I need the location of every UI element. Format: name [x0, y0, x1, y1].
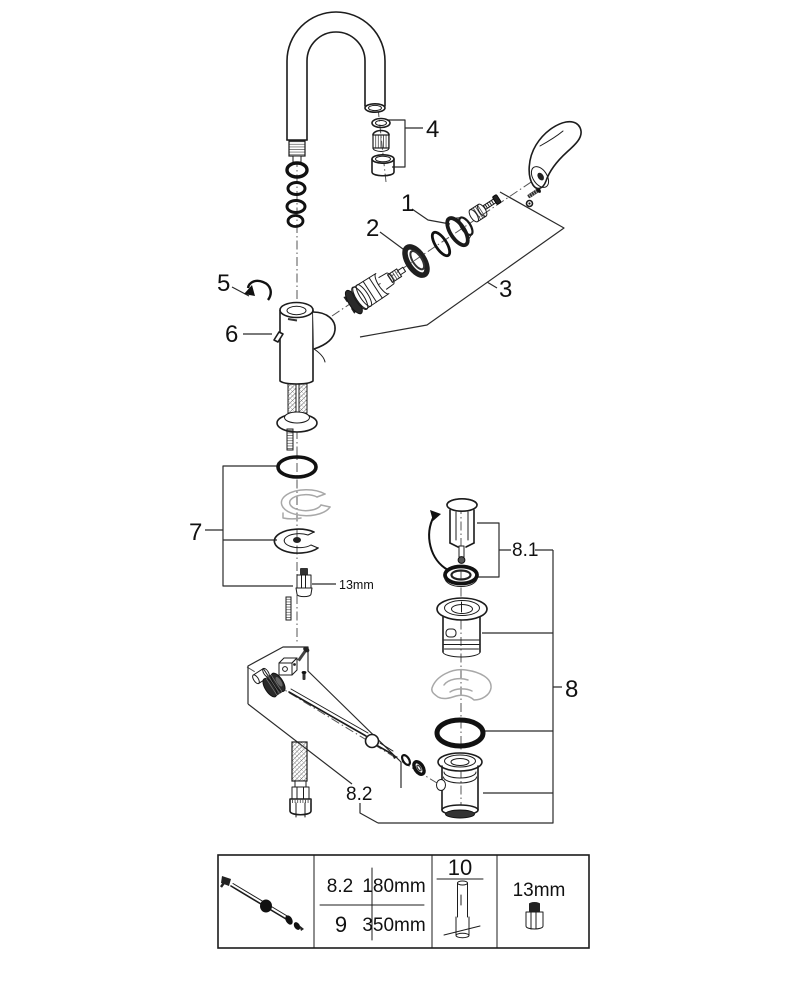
drain-waste-assembly — [431, 597, 492, 819]
tool-cross-pin — [443, 925, 481, 936]
drain-flange-body — [436, 597, 488, 658]
spec-ref-8-2: 8.2 — [327, 876, 353, 897]
supply-hose-connector — [289, 741, 312, 818]
spec-value-180mm: 180mm — [362, 876, 425, 897]
length-spec-cell: 8.2 180mm 9 350mm — [319, 867, 426, 941]
rod-screw — [297, 646, 310, 662]
spout-o-rings — [285, 161, 309, 228]
mounting-tool-cell: 10 — [436, 855, 484, 939]
callout-2: 2 — [366, 215, 379, 242]
small-screw — [301, 671, 307, 680]
faucet-body — [279, 301, 336, 385]
handle-adapter-nut — [468, 203, 488, 223]
wave-washer — [431, 668, 492, 701]
plunger-seal — [443, 564, 479, 587]
callout-labels: 1 2 3 4 5 6 7 8 8.1 8.2 13mm — [189, 116, 578, 805]
spout — [286, 11, 386, 163]
callout-7: 7 — [189, 519, 202, 546]
rotation-arrow — [244, 279, 272, 301]
callout-8: 8 — [565, 676, 578, 703]
mounting-kit — [273, 455, 331, 621]
drain-o-ring — [434, 717, 486, 749]
plastic-stabilizer-washer — [280, 488, 331, 520]
metal-horseshoe-washer — [273, 528, 319, 554]
handle-set-screw — [525, 187, 541, 208]
spec-value-350mm: 350mm — [362, 915, 425, 936]
cap-o-ring — [430, 230, 452, 258]
pivot-block — [278, 657, 298, 676]
socket-size-label: 13mm — [513, 880, 566, 901]
cartridge-retainer-ring — [402, 244, 430, 278]
rod-washer-small — [400, 754, 412, 766]
rod-assembly-pictogram — [220, 876, 304, 931]
aerator-assembly — [371, 117, 395, 177]
cartridge-cap — [445, 216, 474, 248]
rod-seal-dark — [412, 760, 426, 776]
drain-plunger-group — [428, 497, 479, 587]
callout-6: 6 — [225, 321, 238, 348]
drain-lower-body — [436, 752, 483, 819]
lever-handle — [528, 120, 582, 190]
popup-rod — [288, 688, 398, 759]
callout-1: 1 — [401, 190, 414, 217]
threaded-stud — [285, 596, 292, 621]
lever-pin — [273, 331, 284, 343]
callout-5: 5 — [217, 270, 230, 297]
tool-ref-label: 10 — [448, 855, 472, 880]
handle-screw — [482, 194, 502, 210]
spec-table: 8.2 180mm 9 350mm 10 13mm — [217, 854, 590, 949]
callout-3: 3 — [499, 276, 512, 303]
mounting-nut-13mm — [295, 568, 313, 598]
callout-8-2: 8.2 — [346, 784, 372, 805]
gland-nut — [262, 672, 286, 698]
callout-4: 4 — [426, 116, 439, 143]
spec-ref-9: 9 — [335, 912, 347, 937]
socket-adapter-cell: 13mm — [513, 880, 566, 930]
popup-rod-kit — [252, 646, 426, 776]
cartridge — [343, 266, 407, 315]
base-o-ring — [276, 455, 318, 479]
wrench-size-label: 13mm — [339, 578, 374, 592]
rotation-arrow-plunger — [428, 510, 449, 571]
popup-plunger — [446, 497, 478, 564]
leader-lines — [205, 119, 565, 824]
shank-and-hoses — [276, 383, 318, 451]
callout-8-1: 8.1 — [512, 540, 538, 561]
